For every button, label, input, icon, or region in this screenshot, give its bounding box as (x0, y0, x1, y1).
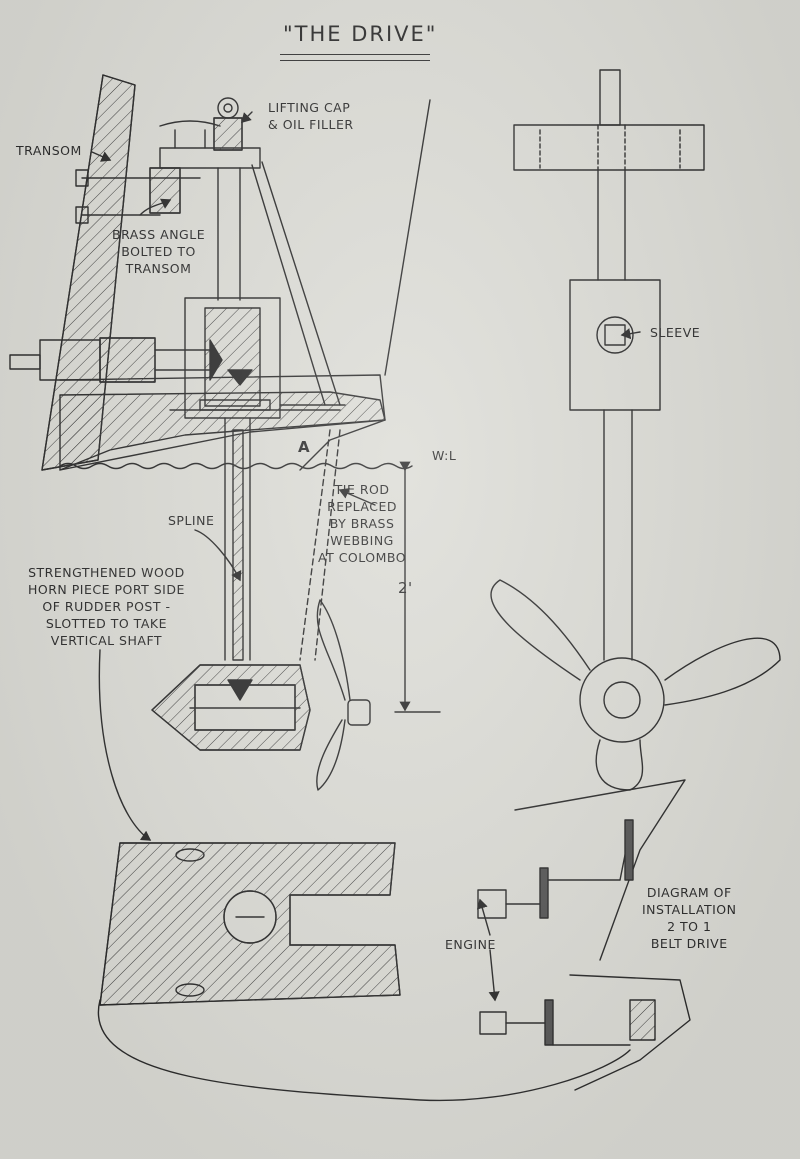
label-horn-piece: STRENGTHENED WOOD HORN PIECE PORT SIDE O… (28, 565, 185, 648)
drawing-title: "THE DRIVE" (283, 22, 438, 46)
propeller-side (316, 599, 371, 791)
label-waterline: W:L (432, 448, 457, 463)
label-tie-rod: TIE ROD REPLACED BY BRASS WEBBING AT COL… (318, 482, 407, 565)
label-dimension: 2' (398, 579, 413, 597)
dimension-line (394, 461, 441, 713)
label-sleeve: SLEEVE (650, 325, 701, 340)
label-lifting-cap: LIFTING CAP & OIL FILLER (268, 100, 354, 132)
label-spline: SPLINE (168, 513, 215, 528)
title-underline (280, 54, 430, 61)
label-point-a: A (298, 438, 311, 456)
installation-diagram (476, 779, 691, 1091)
vertical-shaft (9, 167, 346, 661)
label-diagram-caption: DIAGRAM OF INSTALLATION 2 TO 1 BELT DRIV… (642, 885, 737, 951)
horn-piece-detail (97, 649, 631, 1102)
label-transom: TRANSOM (16, 143, 82, 158)
lower-gearbox (151, 664, 311, 751)
front-elevation (490, 69, 781, 791)
rudder-post (299, 429, 341, 661)
label-brass-angle: BRASS ANGLE BOLTED TO TRANSOM (112, 227, 206, 276)
label-engine: ENGINE (445, 937, 496, 952)
